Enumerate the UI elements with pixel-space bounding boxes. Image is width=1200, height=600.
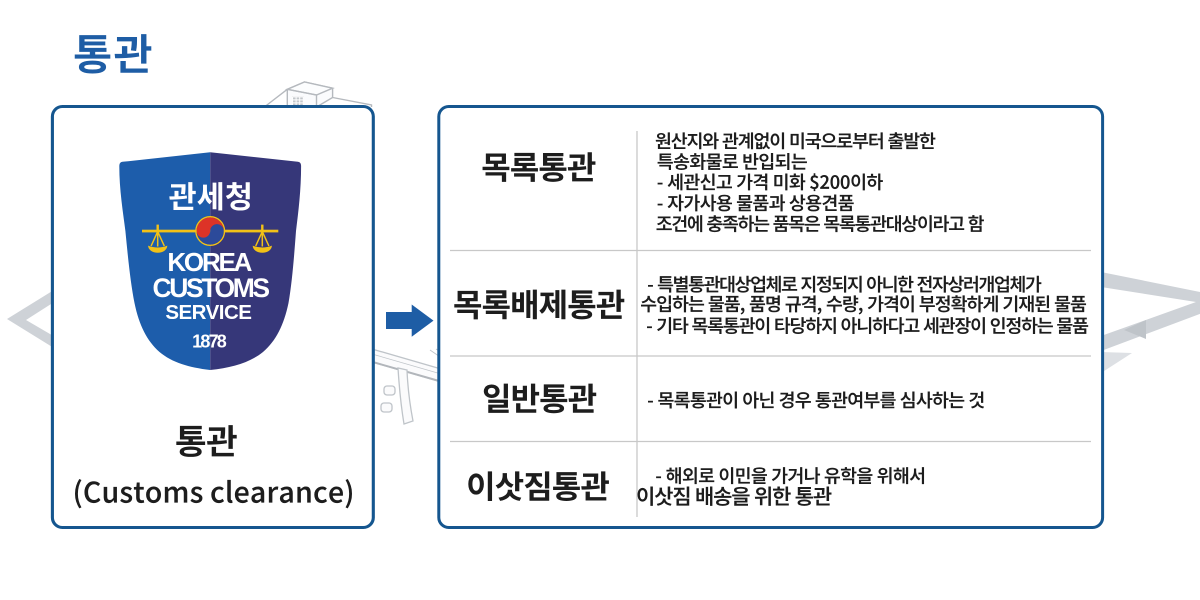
svg-text:CUSTOMS: CUSTOMS [152, 273, 269, 303]
svg-text:1878: 1878 [192, 332, 227, 352]
svg-text:SERVICE: SERVICE [165, 301, 251, 324]
svg-text:KOREA: KOREA [167, 247, 252, 277]
